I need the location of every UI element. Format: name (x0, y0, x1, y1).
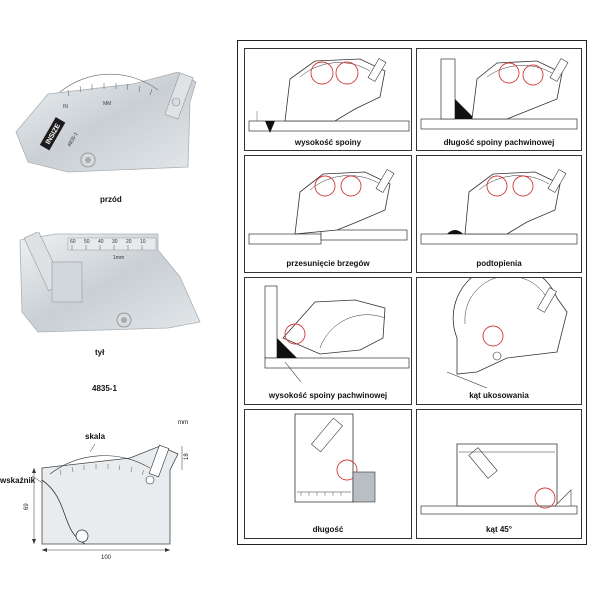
panel-undercut-drawing (420, 169, 578, 245)
back-tick-5: 10 (140, 239, 146, 245)
panel-weld-height: wysokość spoiny (244, 48, 412, 151)
front-in-mark: IN (63, 104, 68, 110)
panel-edge-offset-drawing (248, 169, 408, 245)
panel-length-drawing (294, 413, 376, 503)
panel-fillet-height-drawing (264, 285, 410, 383)
dimension-drawing: 100 69 18 (24, 443, 190, 561)
panel-undercut-caption: podtopienia (476, 259, 522, 268)
panel-edge-offset-caption: przesunięcie brzegów (286, 259, 370, 268)
mm-unit-label: mm (178, 420, 188, 426)
back-tick-2: 40 (98, 239, 104, 245)
back-tick-3: 30 (112, 239, 118, 245)
front-gauge-photo: IN MM INSIZE 4835-1 (15, 72, 197, 173)
model-label: 4835-1 (92, 384, 117, 393)
panel-weld-height-drawing (248, 58, 410, 133)
back-tick-4: 20 (126, 239, 132, 245)
panel-bevel-angle-caption: kąt ukosowania (469, 391, 529, 400)
back-tick-1: 50 (84, 239, 90, 245)
panel-weld-height-caption: wysokość spoiny (294, 138, 362, 147)
panel-angle-45-drawing (420, 443, 578, 515)
back-unit-note: 1mm (113, 255, 124, 261)
panel-edge-offset: przesunięcie brzegów (244, 155, 412, 273)
width-dimension: 100 (101, 555, 112, 561)
front-mm-mark: MM (103, 101, 111, 107)
panel-bevel-angle: kąt ukosowania (416, 263, 582, 405)
panel-angle-45-caption: kąt 45° (486, 525, 512, 534)
back-tick-0: 60 (70, 239, 76, 245)
panel-fillet-length-caption: długość spoiny pachwinowej (443, 138, 555, 147)
panel-length: długość (244, 409, 412, 539)
height-dimension: 69 (24, 503, 30, 510)
panel-fillet-height-caption: wysokość spoiny pachwinowej (268, 391, 388, 400)
front-label: przód (100, 195, 122, 204)
panel-fillet-length-drawing (420, 58, 578, 130)
wskaznik-label: wskaźnik (0, 476, 36, 485)
panel-undercut: podtopienia (416, 155, 582, 273)
panel-bevel-angle-drawing (446, 263, 568, 389)
panel-length-caption: długość (312, 525, 344, 534)
skala-label: skala (85, 432, 106, 441)
panel-fillet-length: długość spoiny pachwinowej (416, 48, 582, 151)
panel-angle-45: kąt 45° (416, 409, 582, 539)
back-label: tył (95, 348, 105, 357)
panel-fillet-height: wysokość spoiny pachwinowej (244, 277, 412, 405)
small-dimension: 18 (184, 453, 190, 460)
back-gauge-photo: 60 50 40 30 20 10 1mm (19, 232, 201, 333)
